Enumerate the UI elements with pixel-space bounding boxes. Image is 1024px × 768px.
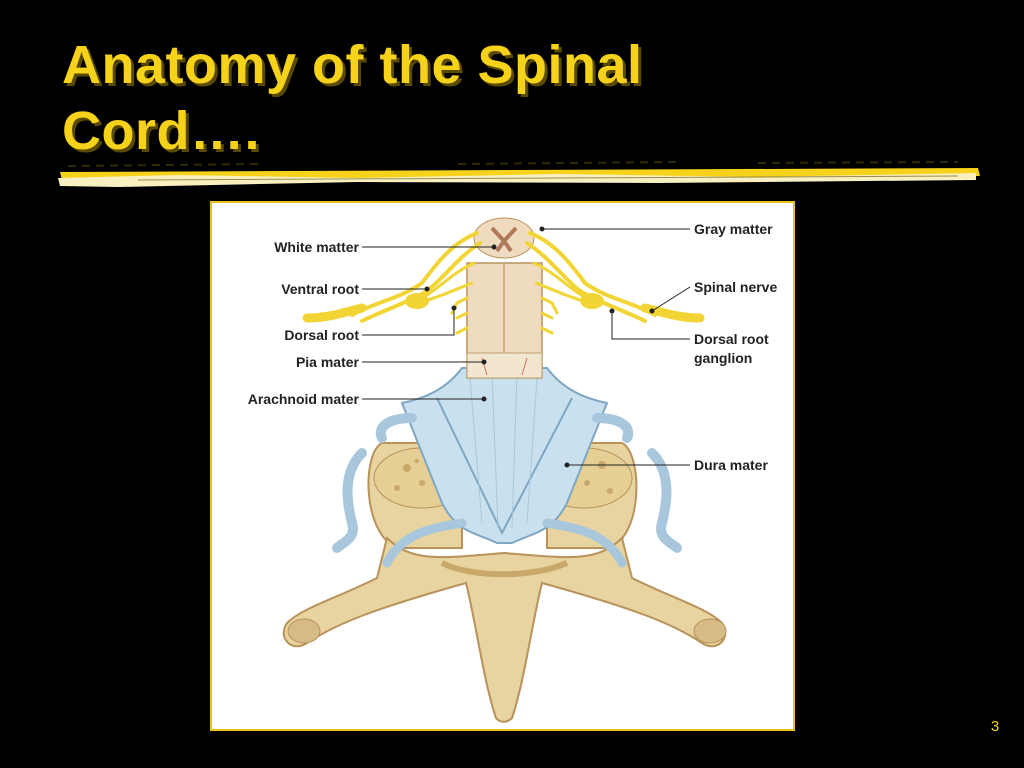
spinal-cord-figure: White matter Ventral root Dorsal root Pi… [210,201,795,731]
label-spinal-nerve: Spinal nerve [694,279,777,295]
page-number: 3 [990,718,1000,735]
label-ventral-root: Ventral root [281,281,359,297]
dorsal-root-ganglion-right [580,293,604,309]
nerve-roots [302,231,705,335]
label-gray-matter: Gray matter [694,221,773,237]
label-pia-mater: Pia mater [296,354,360,370]
label-dura-mater: Dura mater [694,457,768,473]
leader-lines [362,226,691,468]
dorsal-root-ganglion-left [405,293,429,309]
label-white-matter: White matter [274,239,359,255]
spinal-cord-illustration: White matter Ventral root Dorsal root Pi… [248,217,777,723]
spinal-cord [466,217,543,379]
label-dorsal-root-ganglion-2: ganglion [694,350,752,366]
dura-mater-sac [332,367,682,568]
label-dorsal-root-ganglion-1: Dorsal root [694,331,769,347]
label-dorsal-root: Dorsal root [284,327,359,343]
label-arachnoid-mater: Arachnoid mater [248,391,360,407]
title-underline-brush [58,161,980,187]
slide-title: Anatomy of the Spinal Cord…. [62,35,643,161]
